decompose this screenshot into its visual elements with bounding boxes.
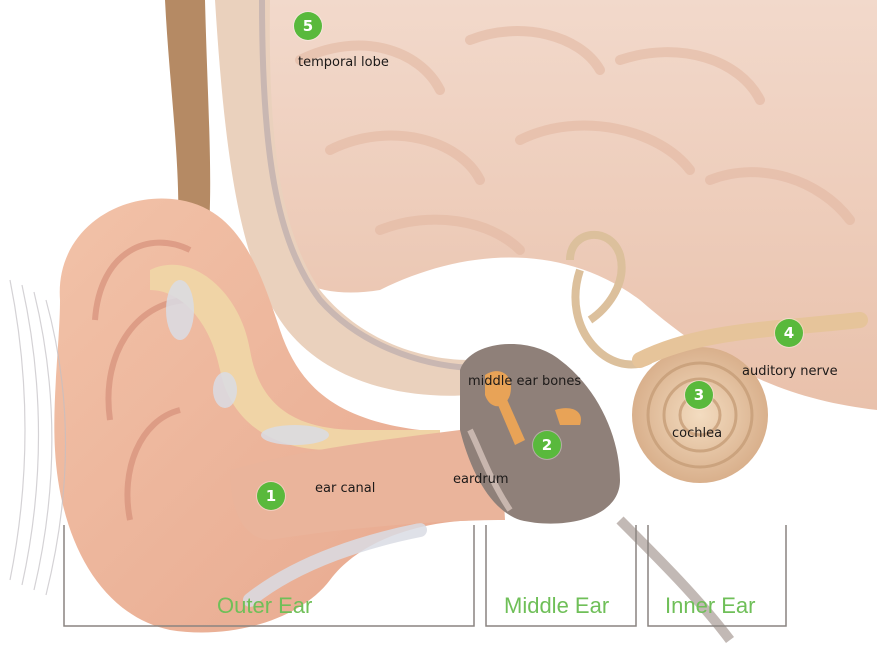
marker-5-badge: 5 — [294, 12, 322, 40]
marker-4-badge: 4 — [775, 319, 803, 347]
ear-canal-label: ear canal — [315, 481, 375, 496]
marker-2-badge: 2 — [533, 431, 561, 459]
eardrum-label: eardrum — [453, 472, 509, 487]
inner-ear-title: Inner Ear — [665, 594, 756, 618]
outer-ear-title: Outer Ear — [217, 594, 312, 618]
temporal-lobe-label: temporal lobe — [298, 55, 389, 70]
marker-1-badge: 1 — [257, 482, 285, 510]
middle-ear-title: Middle Ear — [504, 594, 609, 618]
marker-3-badge: 3 — [685, 381, 713, 409]
middle-ear-bones-label: middle ear bones — [468, 374, 581, 389]
cochlea-label: cochlea — [672, 426, 722, 441]
auditory-nerve-label: auditory nerve — [742, 364, 838, 379]
